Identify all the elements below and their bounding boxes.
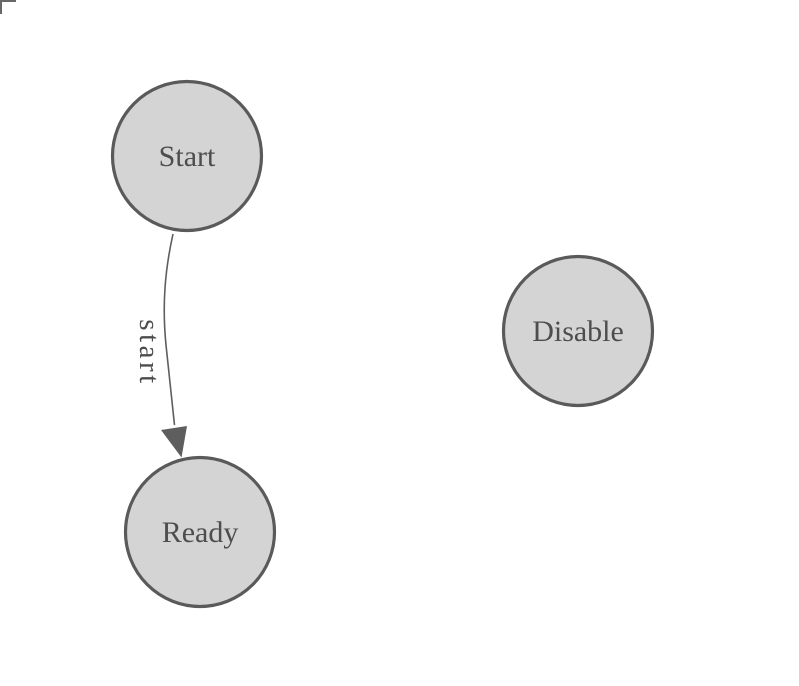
node-start-circle[interactable] [110,79,264,233]
edge-start-ready[interactable]: start [133,233,187,458]
node-start-label: Start [159,140,216,173]
edge-arrowhead [161,426,187,458]
node-disable-label: Disable [532,315,624,348]
edge-label-start[interactable]: start [133,319,165,386]
node-disable[interactable]: Disable [501,254,655,408]
node-ready[interactable]: Ready [123,455,277,609]
edge-start-ready-line[interactable] [163,233,176,426]
origin-corner-marker [0,0,16,14]
node-ready-circle[interactable] [123,455,277,609]
node-start[interactable]: Start [110,79,264,233]
node-ready-label: Ready [162,516,239,549]
node-disable-circle[interactable] [501,254,655,408]
